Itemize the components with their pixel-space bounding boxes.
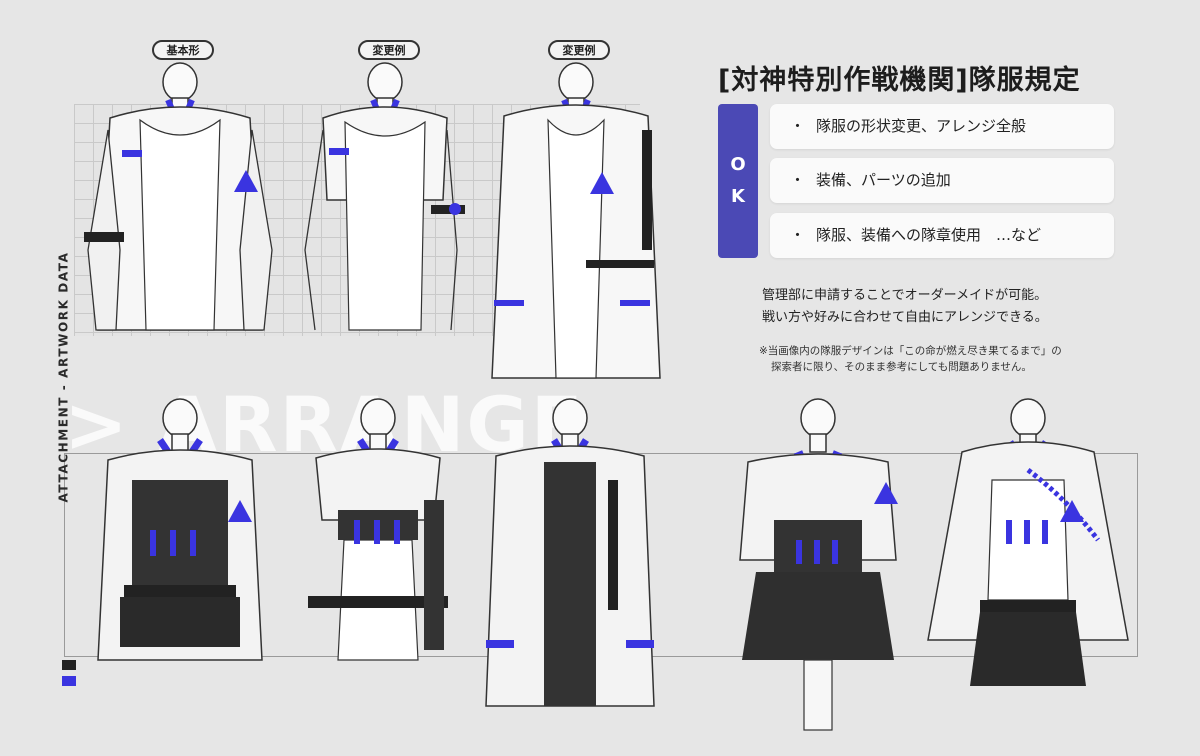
- note-line: ※当画像内の隊服デザインは「この命が燃え尽き果てるまで」の: [759, 345, 1062, 357]
- allowed-item-text: 隊服、装備への隊章使用 …など: [816, 226, 1042, 244]
- figure-variant-1: [304, 62, 465, 331]
- label-basic: 基本形: [152, 40, 214, 60]
- description-line: 管理部に申請することでオーダーメイドが可能。: [762, 288, 1048, 303]
- page-title: [対神特別作戦機関]隊服規定: [718, 65, 1081, 96]
- swatch-blue: [62, 676, 76, 686]
- allowed-item: ・隊服、装備への隊章使用 …など: [770, 213, 1114, 258]
- figure-basic: [84, 62, 273, 331]
- figure-arrange-1: [97, 398, 263, 661]
- note-line: 探索者に限り、そのまま参考にしても問題ありません。: [771, 361, 1032, 373]
- ok-badge: O K: [718, 104, 758, 258]
- label-variant-1: 変更例: [358, 40, 420, 60]
- bullet: ・: [790, 117, 806, 135]
- bullet: ・: [790, 226, 806, 244]
- swatch-black: [62, 660, 76, 670]
- ok-letter-o: O: [730, 154, 746, 175]
- label-variant-2: 変更例: [548, 40, 610, 60]
- side-caption-left: ATTACHMENT - ARTWORK DATA: [56, 251, 71, 503]
- figure-arrange-2: [308, 398, 448, 661]
- bullet: ・: [790, 171, 806, 189]
- figure-arrange-3: [485, 398, 655, 707]
- figure-arrange-5: [927, 398, 1129, 686]
- figure-arrange-4: [739, 398, 898, 731]
- allowed-item-text: 隊服の形状変更、アレンジ全般: [816, 117, 1027, 135]
- allowed-item-text: 装備、パーツの追加: [816, 171, 951, 189]
- description-line: 戦い方や好みに合わせて自由にアレンジできる。: [762, 310, 1048, 325]
- allowed-item: ・隊服の形状変更、アレンジ全般: [770, 104, 1114, 149]
- ok-letter-k: K: [731, 186, 745, 207]
- allowed-item: ・装備、パーツの追加: [770, 158, 1114, 203]
- figure-variant-2: [491, 62, 661, 379]
